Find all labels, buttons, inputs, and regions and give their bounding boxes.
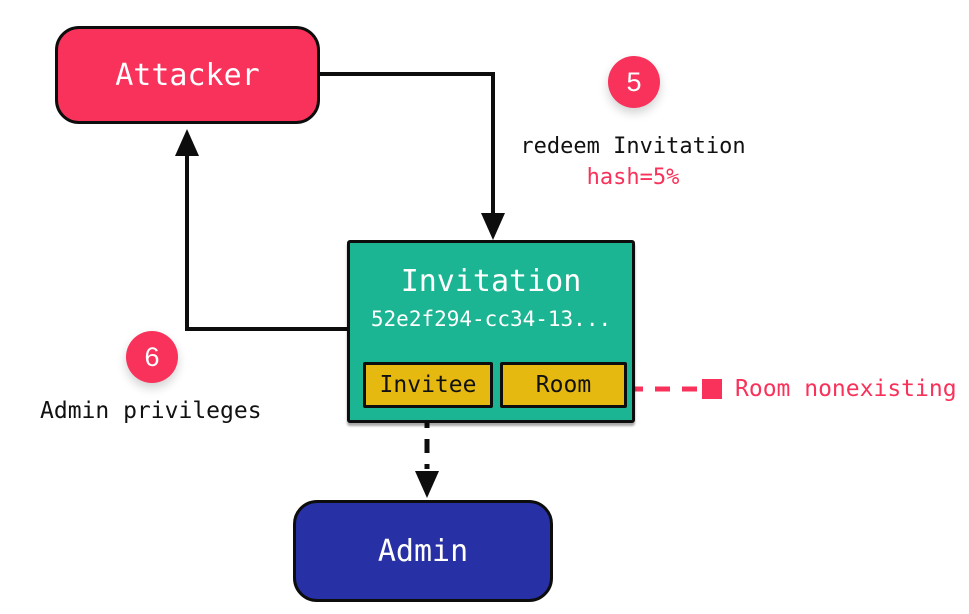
field-room-label: Room <box>535 372 592 398</box>
arrow-invitation-to-attacker <box>185 154 350 331</box>
annotation-redeem-invitation: redeem Invitation <box>520 134 746 159</box>
invitation-fields: Invitee Room <box>350 362 632 408</box>
field-invitee: Invitee <box>363 362 493 408</box>
arrowhead-invitation-to-attacker <box>175 129 199 156</box>
attacker-label: Attacker <box>115 57 260 93</box>
step-badge-6: 6 <box>126 331 178 383</box>
step-badge-6-number: 6 <box>144 341 160 372</box>
step-badge-5-number: 5 <box>626 66 642 97</box>
field-invitee-label: Invitee <box>379 372 477 398</box>
step-badge-5: 5 <box>608 56 660 108</box>
room-note-square-icon <box>702 379 722 399</box>
admin-label: Admin <box>377 533 469 569</box>
node-invitation: Invitation 52e2f294-cc34-13... Invitee R… <box>347 240 635 423</box>
node-attacker: Attacker <box>55 26 320 124</box>
annotation-room-nonexisting: Room nonexisting <box>735 376 957 402</box>
field-room: Room <box>500 362 627 408</box>
arrowhead-attacker-to-invitation <box>481 213 505 240</box>
node-admin: Admin <box>293 500 553 602</box>
invitation-title: Invitation <box>400 264 582 299</box>
annotation-admin-privileges: Admin privileges <box>40 398 262 424</box>
invitation-id: 52e2f294-cc34-13... <box>370 307 612 331</box>
annotation-hash-value: hash=5% <box>586 165 680 190</box>
arrow-attacker-to-invitation <box>320 72 495 214</box>
arrowhead-invitee-to-admin <box>415 471 439 498</box>
